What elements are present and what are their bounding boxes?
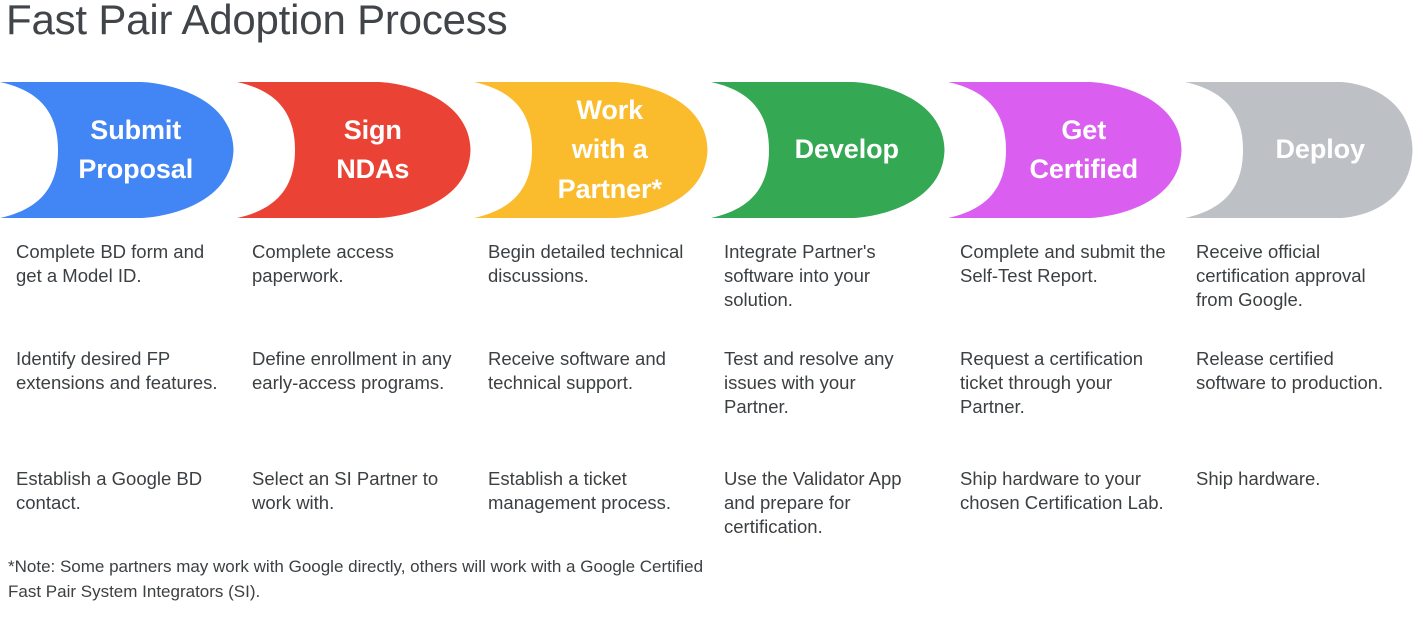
- process-stage-deploy[interactable]: Deploy: [1185, 82, 1413, 218]
- process-stage-get-certified[interactable]: Get Certified: [948, 82, 1182, 218]
- step-item: Ship hardware.: [1196, 468, 1321, 489]
- step-item: Complete and submit the Self-Test Report…: [960, 241, 1166, 287]
- process-stage-submit-proposal[interactable]: Submit Proposal: [0, 82, 234, 218]
- step-item: Release certified software to production…: [1196, 348, 1384, 394]
- step-item: Complete access paperwork.: [252, 241, 394, 287]
- footnote-note: *Note: Some partners may work with Googl…: [8, 557, 704, 601]
- step-item: Test and resolve any issues with your Pa…: [724, 348, 894, 418]
- chevron-shape: [237, 82, 471, 218]
- page-title: Fast Pair Adoption Process: [6, 0, 508, 43]
- step-item: Define enrollment in any early-access pr…: [252, 348, 452, 394]
- chevron-shape: [0, 82, 234, 218]
- step-item: Request a certification ticket through y…: [960, 348, 1144, 418]
- process-stage-develop[interactable]: Develop: [711, 82, 945, 218]
- step-item: Establish a Google BD contact.: [16, 468, 203, 514]
- step-item: Ship hardware to your chosen Certificati…: [960, 468, 1164, 514]
- step-item: Integrate Partner's software into your s…: [724, 241, 876, 311]
- step-item: Receive software and technical support.: [488, 348, 666, 394]
- step-item: Use the Validator App and prepare for ce…: [724, 468, 902, 538]
- chevron-shape: [711, 82, 945, 218]
- chevron-shape: [474, 82, 708, 218]
- step-item: Select an SI Partner to work with.: [252, 468, 439, 514]
- step-item: Begin detailed technical discussions.: [488, 241, 684, 287]
- chevron-shape: [948, 82, 1182, 218]
- step-item: Establish a ticket management process.: [488, 468, 672, 514]
- process-stage-sign-ndas[interactable]: Sign NDAs: [237, 82, 471, 218]
- process-stage-work-with-a-partner[interactable]: Work with a Partner*: [474, 82, 708, 218]
- step-item: Identify desired FP extensions and featu…: [16, 348, 218, 394]
- chevron-shape: [1185, 82, 1413, 218]
- process-step-columns: Complete BD form and get a Model ID. Iden…: [0, 240, 1423, 540]
- step-item: Complete BD form and get a Model ID.: [16, 241, 205, 287]
- step-item: Receive official certification approval …: [1196, 241, 1366, 311]
